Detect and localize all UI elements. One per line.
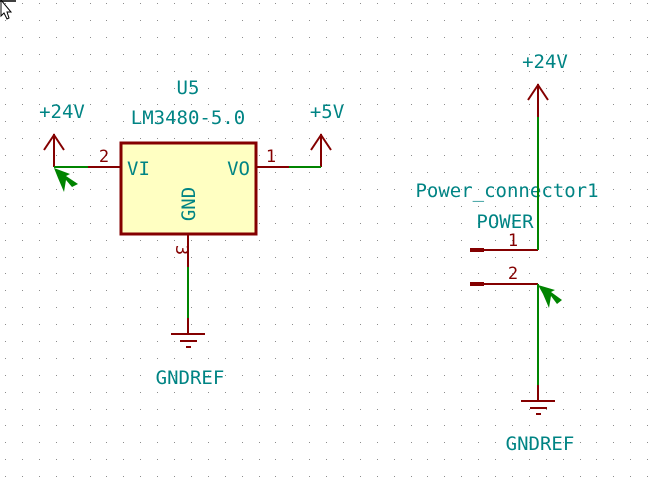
power-symbol-24v-input[interactable]: +24V [39,101,85,167]
connector-pin-1-body [470,248,484,252]
connector-pin-number-2: 2 [508,264,518,284]
net-label-24v: +24V [39,101,85,123]
connector-pin-2-body [470,282,484,286]
power-connector[interactable]: Power_connector1 POWER 1 2 [415,180,599,286]
pin-name-vi: VI [127,158,150,180]
wire-cursor-icon [54,168,78,192]
mouse-cursor-icon [0,0,16,20]
power-symbol-5v-output[interactable]: +5V [310,101,344,167]
regulator-u5[interactable]: U5 LM3480-5.0 VI VO GND 2 1 3 [88,77,289,267]
ground-symbol-connector[interactable]: GNDREF [506,385,575,455]
net-label-24v-connector: +24V [522,51,568,73]
connector-reference: Power_connector1 [415,180,598,202]
power-arrow-icon [43,133,65,151]
pin-number-1: 1 [266,147,276,167]
power-arrow-icon [527,83,549,101]
pin-name-vo: VO [227,158,250,180]
pin-name-gnd: GND [178,187,200,221]
wire-cursor-icon [538,285,562,308]
power-symbol-24v-connector[interactable]: +24V [522,51,568,117]
pin-number-3: 3 [171,245,191,255]
connector-pin-number-1: 1 [508,231,518,251]
connector-value: POWER [476,211,534,233]
grid-dots [5,3,648,477]
regulator-body[interactable] [119,141,258,236]
regulator-reference: U5 [177,77,200,99]
regulator-value: LM3480-5.0 [131,107,245,129]
net-label-gndref-connector: GNDREF [506,433,575,455]
net-label-gndref: GNDREF [156,367,225,389]
net-label-5v: +5V [310,101,344,123]
pin-number-2: 2 [99,147,109,167]
ground-symbol-regulator[interactable]: GNDREF [156,318,225,389]
power-arrow-icon [310,133,332,151]
